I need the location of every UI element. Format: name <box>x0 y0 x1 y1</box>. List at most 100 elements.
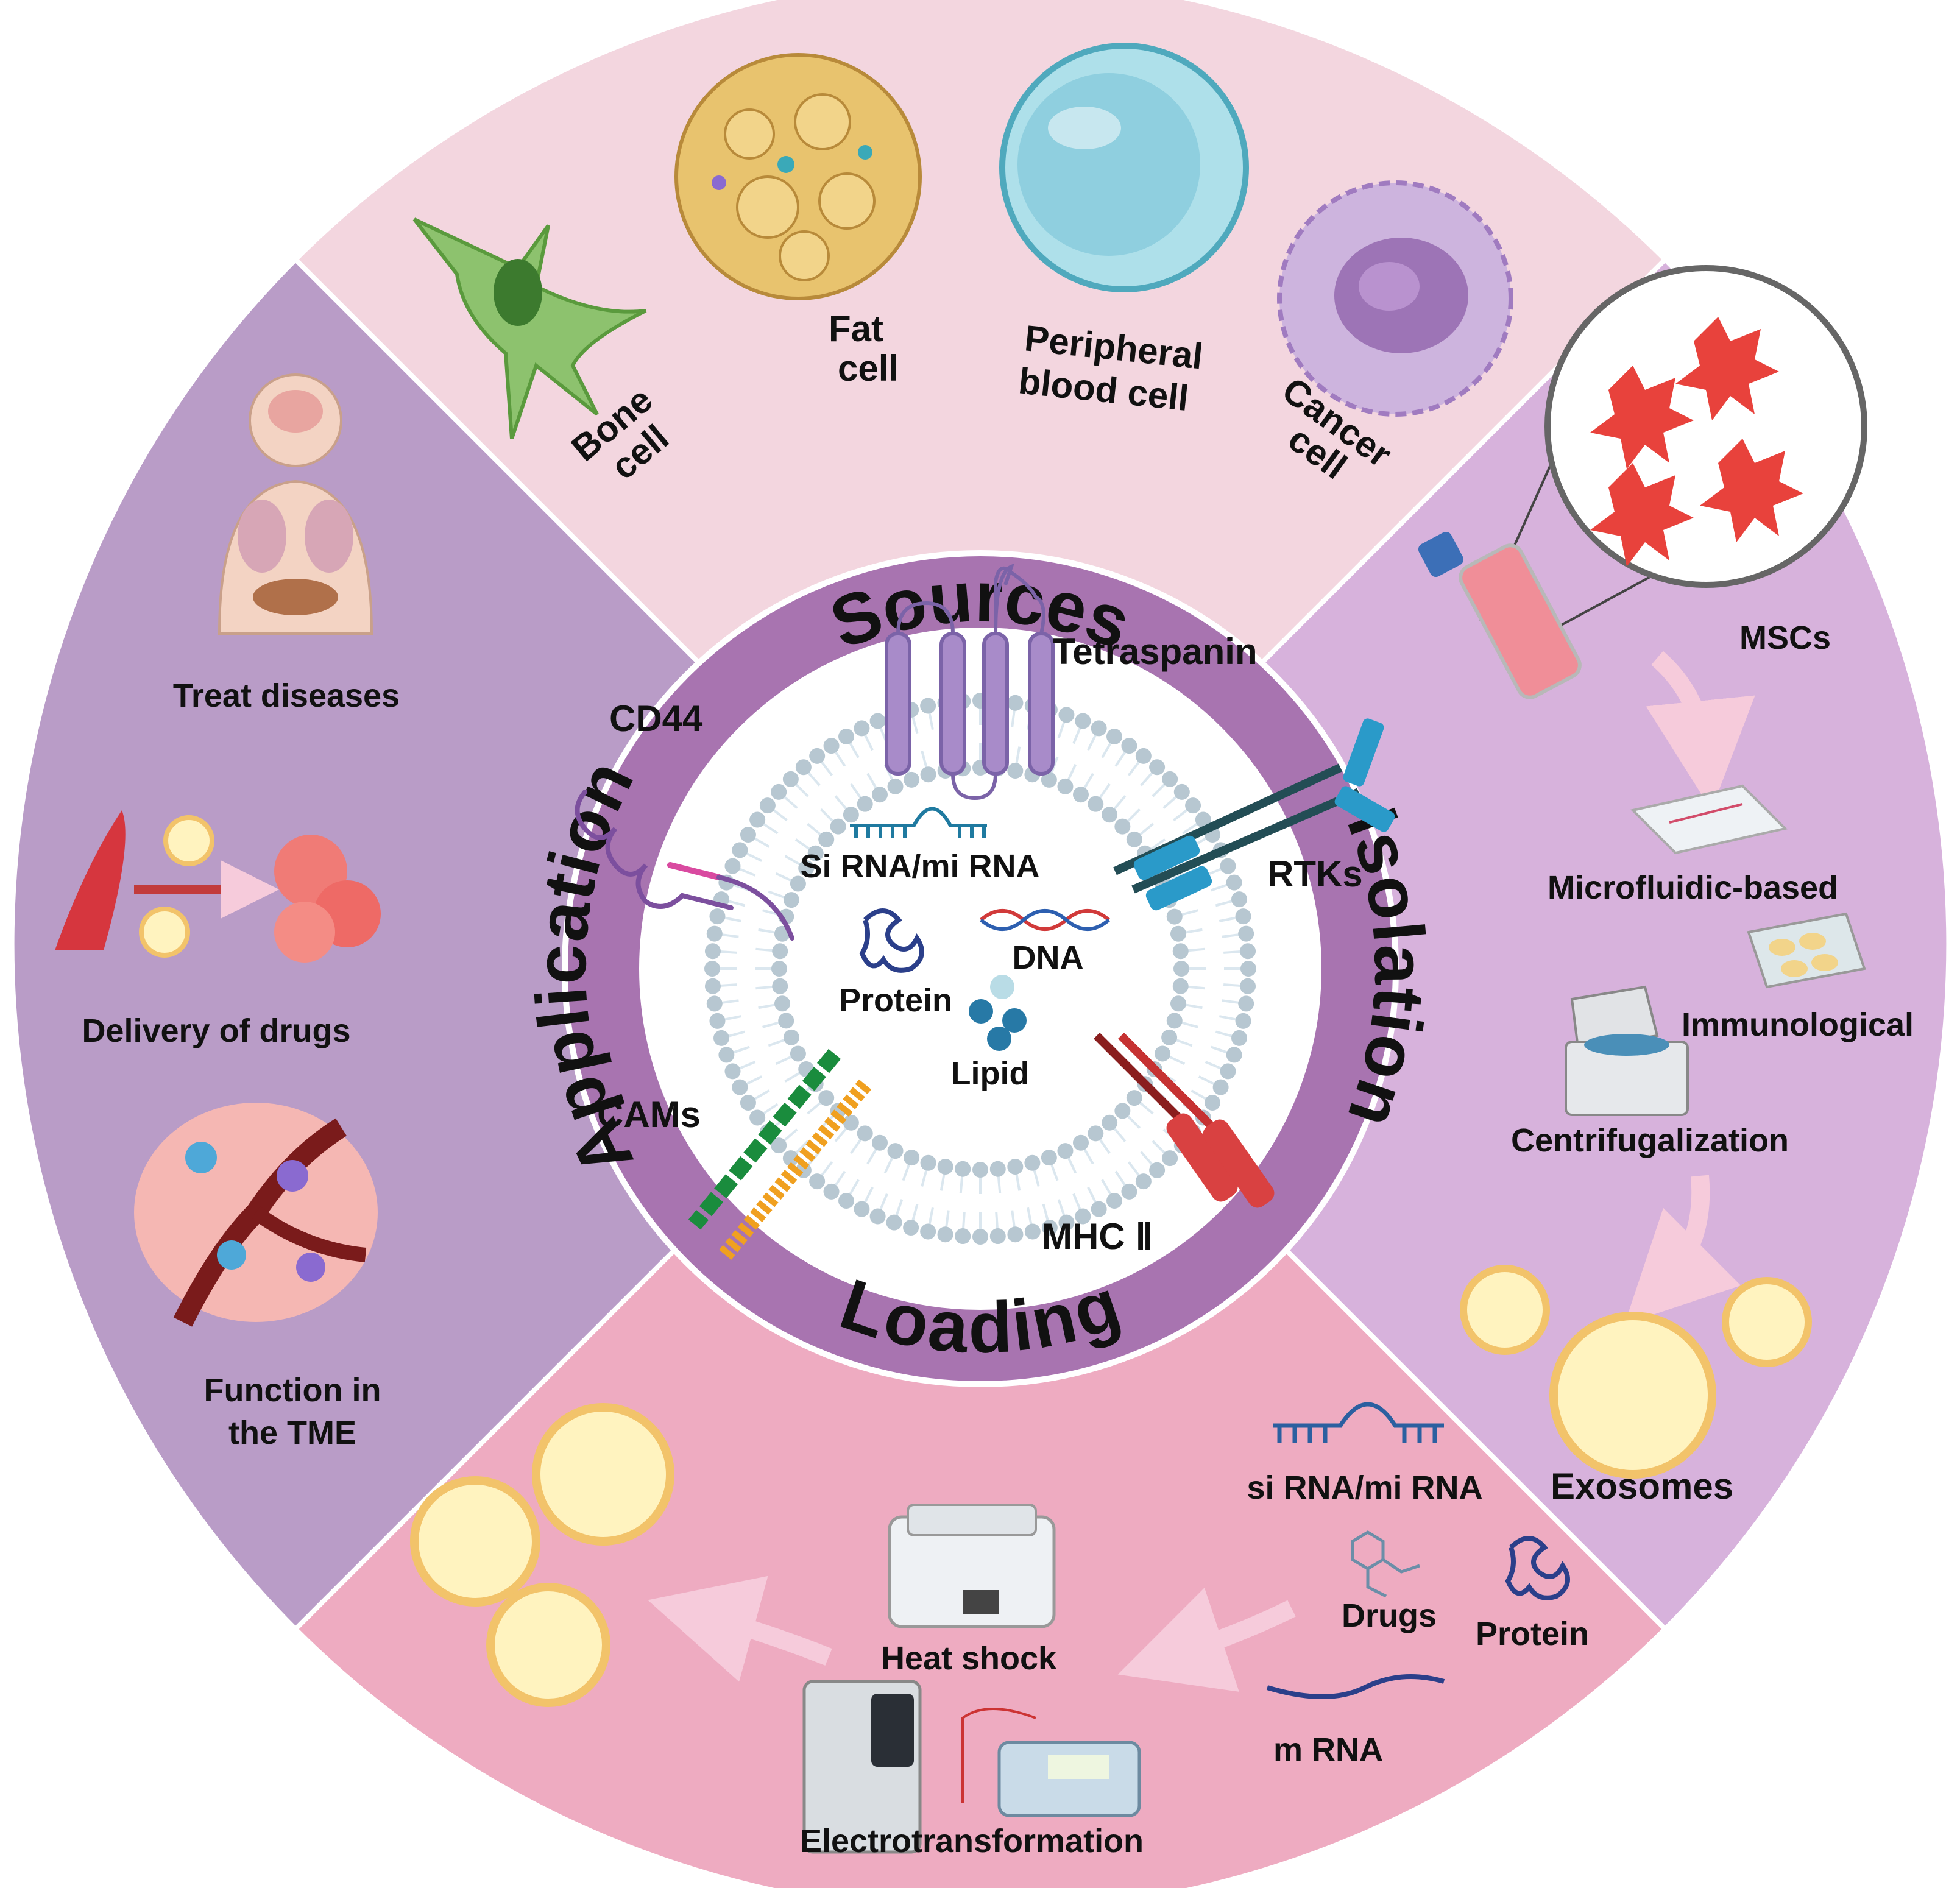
lipid-head <box>1149 759 1166 776</box>
label-treat-diseases: Treat diseases <box>173 677 400 714</box>
lipid-head <box>1220 1063 1236 1080</box>
lipid-head <box>818 831 835 847</box>
lipid-head <box>1091 720 1107 737</box>
lipid-head <box>778 1013 794 1029</box>
lipid-head <box>704 978 721 994</box>
label-electrotransformation: Electrotransformation <box>800 1823 1144 1859</box>
lipid-head <box>1173 961 1189 977</box>
lipid-head <box>920 766 936 783</box>
fat-cell-icon <box>674 53 922 300</box>
lipid-head <box>1073 1134 1089 1151</box>
bone-cell-icon <box>412 217 647 439</box>
lipid-head <box>774 995 791 1012</box>
lipid-head <box>1114 818 1131 835</box>
lipid-head <box>1166 1013 1183 1029</box>
lipid-head <box>1238 995 1254 1012</box>
lipid-head <box>1075 1208 1091 1225</box>
label-cd44: CD44 <box>609 698 703 739</box>
lipid-head <box>1172 978 1189 994</box>
label-function-tme-1: Function in <box>204 1372 381 1409</box>
lipid-head <box>818 1090 835 1106</box>
lipid-head <box>904 771 920 788</box>
lipid-head <box>1240 961 1256 977</box>
lipid-head <box>1126 831 1142 847</box>
label-delivery-of-drugs: Delivery of drugs <box>82 1013 350 1049</box>
lipid-head <box>798 860 815 876</box>
rtks-icon <box>1113 718 1395 911</box>
label-fat-cell-2: cell <box>838 348 899 389</box>
microfluidic-chip-icon <box>1630 784 1788 855</box>
drug-delivery-icon <box>55 810 381 963</box>
lipid-head <box>740 1095 756 1111</box>
loading-quadrant <box>292 941 1669 1888</box>
lipid-head <box>1226 874 1242 891</box>
lipid-head <box>732 842 748 858</box>
lipid-head <box>1121 1183 1137 1200</box>
label-sirna-loading: si RNA/mi RNA <box>1247 1469 1482 1506</box>
protein-loading-icon <box>1505 1536 1570 1600</box>
sirna-loading-icon <box>1273 1402 1444 1443</box>
lipid-head <box>718 1047 735 1063</box>
label-exosomes: Exosomes <box>1551 1466 1733 1507</box>
lipid-head <box>1166 908 1183 925</box>
lipid-head <box>920 1223 936 1240</box>
tetraspanin-icon <box>885 563 1055 801</box>
lipid-head <box>830 818 846 835</box>
lipid-head <box>854 1201 870 1217</box>
label-protein-loading: Protein <box>1476 1616 1589 1652</box>
lipid-head <box>1121 738 1137 754</box>
lipid-head <box>795 759 812 776</box>
label-cams: CAMs <box>597 1094 701 1135</box>
exosomes-group-icon <box>1460 1265 1812 1479</box>
drugs-molecule-icon <box>1351 1530 1420 1598</box>
lipid-head <box>732 1079 748 1095</box>
isolation-arrow-2 <box>1624 1175 1741 1324</box>
lipid-head <box>955 1161 971 1177</box>
lipid-head <box>972 1229 988 1245</box>
label-protein-center: Protein <box>839 982 952 1019</box>
lipid-head <box>782 1150 799 1167</box>
cd44-icon <box>575 790 794 941</box>
lipid-head <box>704 943 721 960</box>
lipid-head <box>857 796 873 812</box>
lipid-head <box>759 797 776 814</box>
label-fat-cell-1: Fat <box>829 308 883 349</box>
mhc2-icon <box>1094 1033 1275 1208</box>
lipid-head <box>1114 1103 1131 1119</box>
loading-arrow-1 <box>1117 1588 1296 1692</box>
lipid-head <box>1058 707 1075 723</box>
lipid-head <box>937 1226 953 1243</box>
lipid-head <box>955 1228 971 1245</box>
exosome-membrane <box>704 693 1256 1245</box>
lipid-head <box>771 1137 787 1154</box>
lipid-head <box>771 961 787 977</box>
lipid-head <box>809 748 826 764</box>
lipid-head <box>1073 787 1089 803</box>
lipid-head <box>972 1162 988 1178</box>
lipid-head <box>790 875 806 892</box>
lipid-head <box>1007 1226 1024 1243</box>
lipid-head <box>1057 1143 1074 1159</box>
lipid-head <box>1240 943 1256 960</box>
label-microfluidic: Microfluidic-based <box>1548 869 1838 906</box>
lipid-head <box>1212 1079 1229 1095</box>
lipid-head <box>740 827 756 843</box>
label-mhc2: MHC Ⅱ <box>1042 1216 1153 1257</box>
lipid-head <box>854 720 870 737</box>
lipid-head <box>823 1183 840 1200</box>
lipid-head <box>1041 1150 1057 1166</box>
centrifuge-icon <box>1565 985 1689 1116</box>
cams-icon <box>688 1048 872 1260</box>
lipid-head <box>1235 908 1251 925</box>
lipid-head <box>1170 925 1186 942</box>
lipid-head <box>1231 1030 1248 1046</box>
label-dna: DNA <box>1013 939 1084 976</box>
culture-flask-icon <box>1418 531 1582 699</box>
peripheral-blood-cell-icon <box>999 43 1249 292</box>
lipid-head <box>989 1228 1006 1245</box>
lipid-head <box>823 738 840 754</box>
lipid-head <box>1231 891 1248 908</box>
human-anatomy-icon <box>218 373 373 635</box>
lipid-head <box>713 1030 729 1046</box>
